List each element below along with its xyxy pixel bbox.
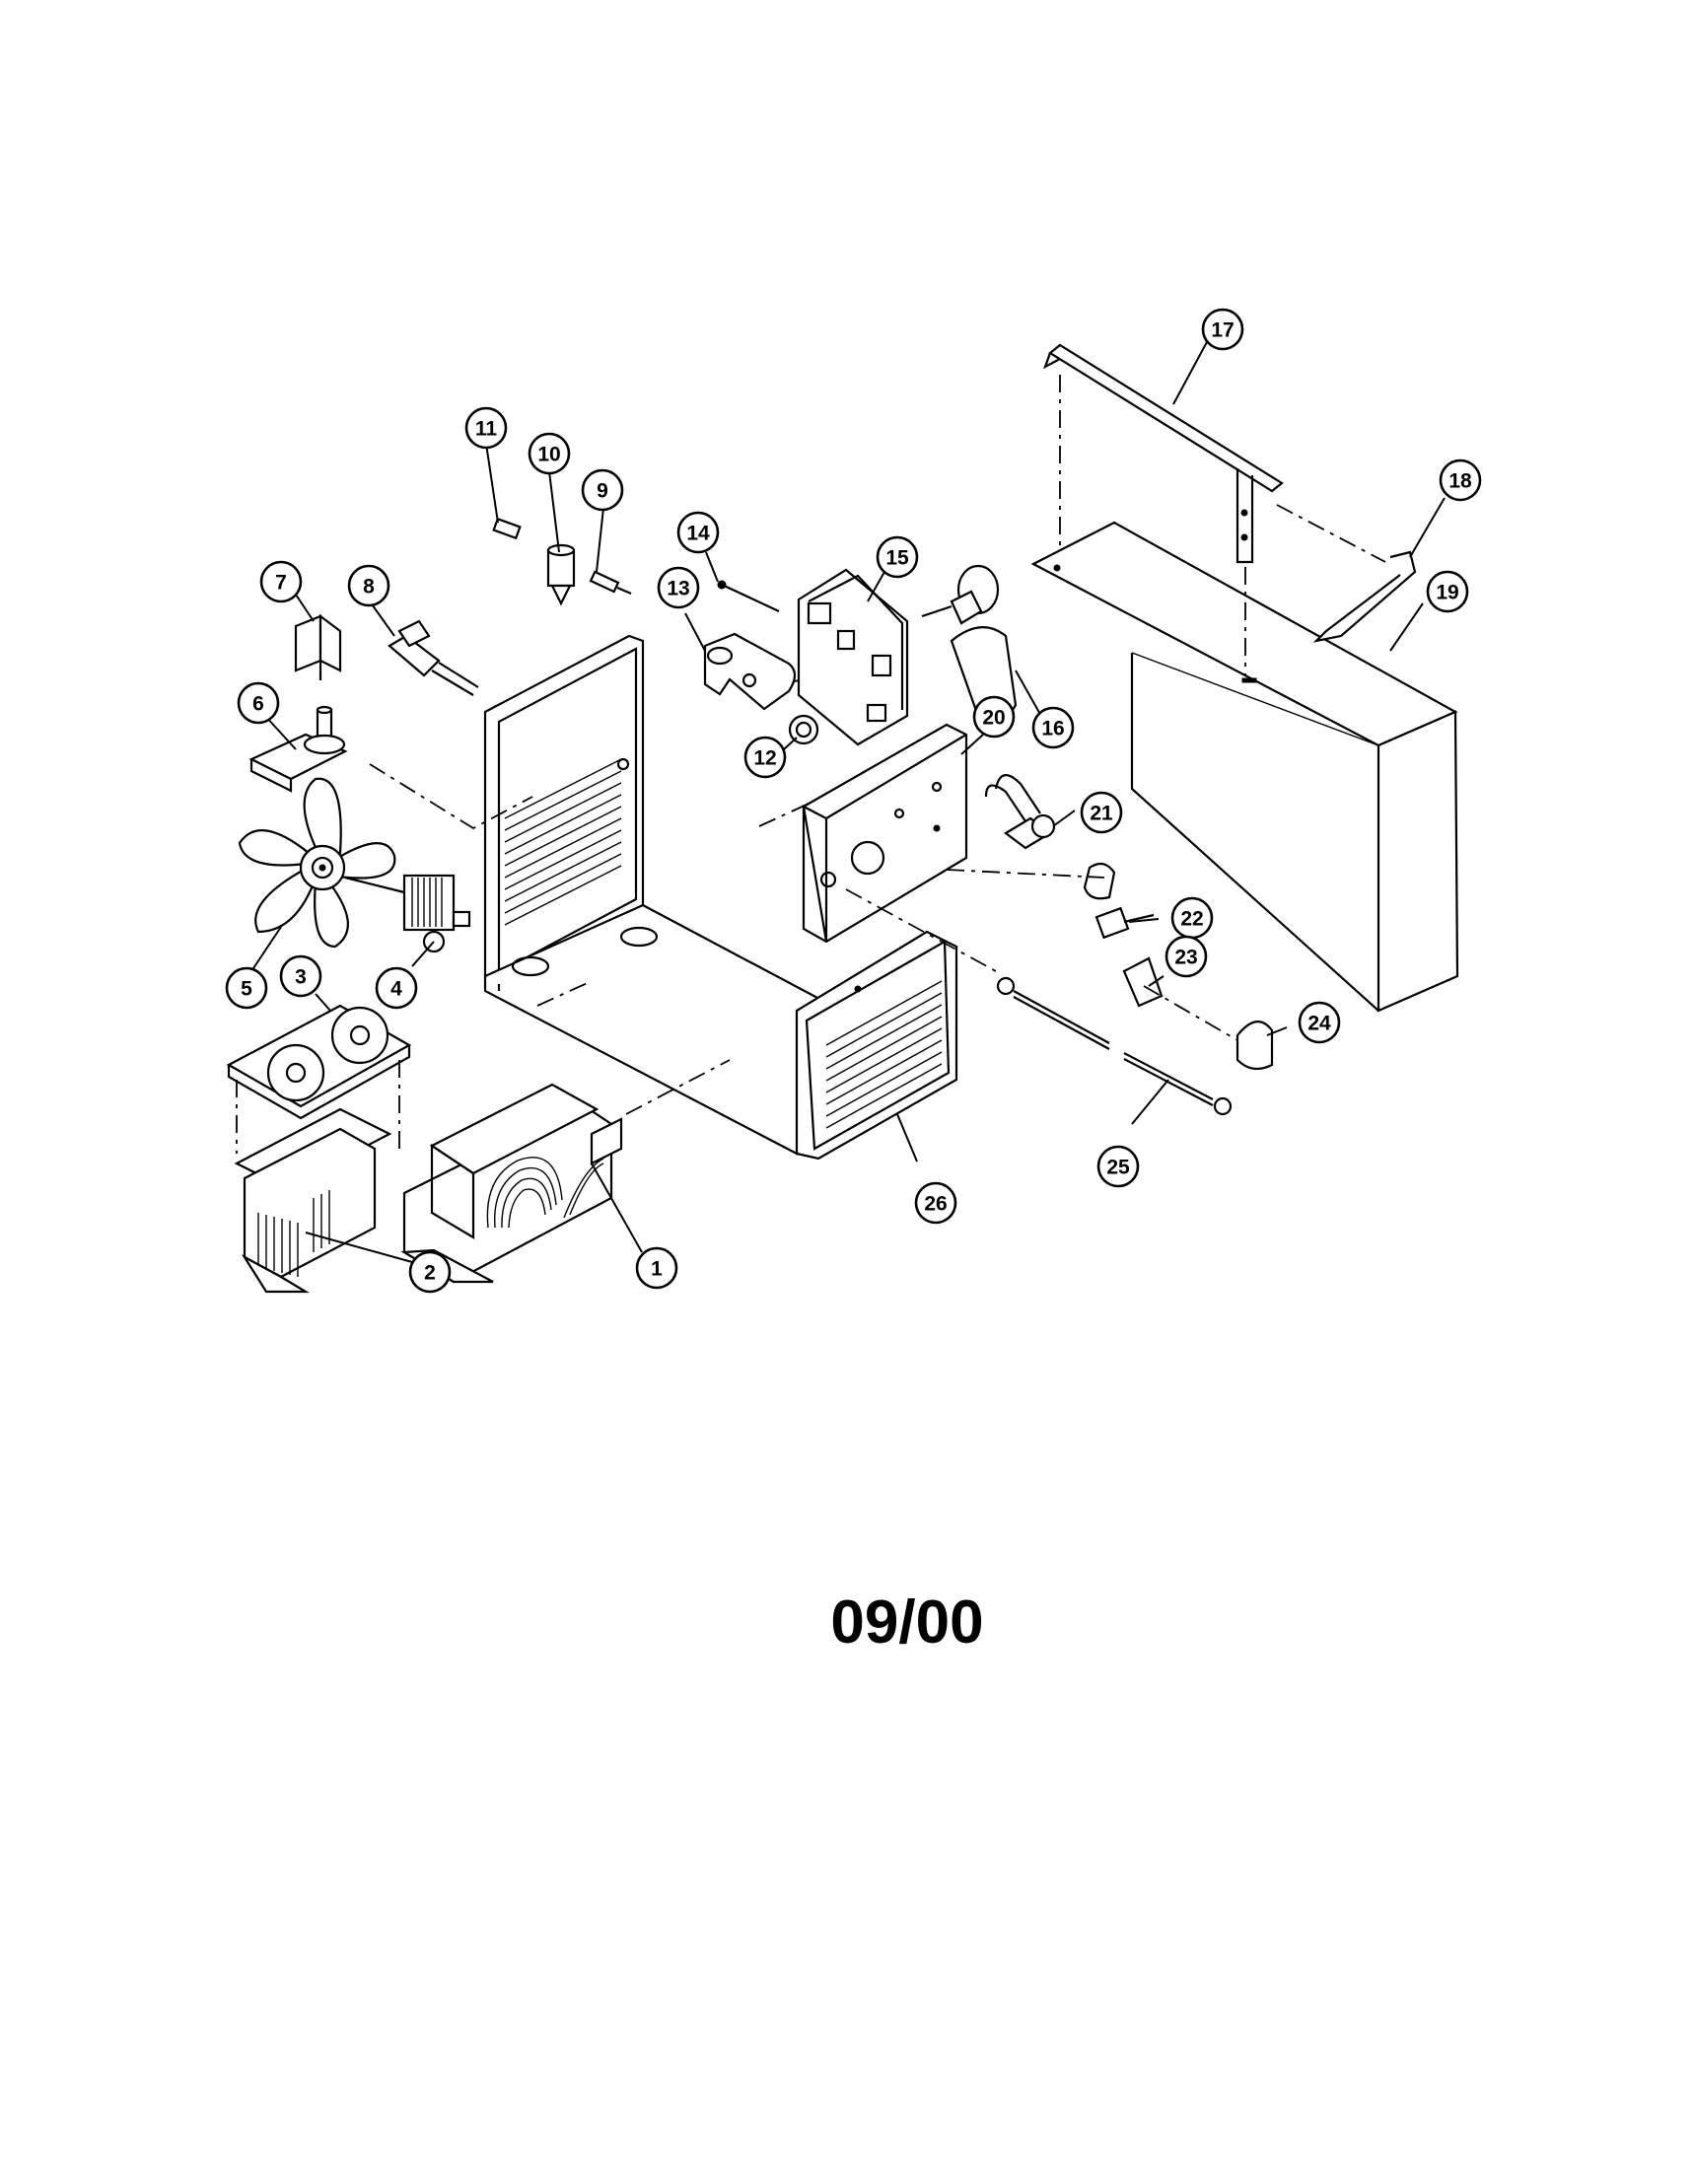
part-hinge — [294, 613, 342, 680]
part-screw-11 — [492, 517, 522, 540]
svg-text:1: 1 — [651, 1258, 663, 1281]
svg-text:8: 8 — [363, 576, 375, 599]
part-knob — [1235, 1021, 1274, 1071]
date-code: 09/00 — [830, 1588, 984, 1656]
part-switch-boot — [1122, 956, 1164, 1008]
callout-6: 6 — [237, 681, 280, 725]
svg-text:11: 11 — [475, 418, 498, 441]
part-transformer-bracket — [234, 1107, 392, 1294]
part-switch-assembly — [703, 632, 797, 711]
callout-9: 9 — [581, 468, 624, 512]
svg-text:21: 21 — [1090, 803, 1113, 825]
part-front-panel — [758, 723, 997, 972]
leader-lines — [250, 339, 1446, 1263]
part-toggle-switch — [1094, 906, 1155, 940]
callout-15: 15 — [876, 535, 919, 579]
part-power-cord-plug — [388, 619, 479, 696]
svg-text:19: 19 — [1436, 582, 1458, 604]
callout-20: 20 — [972, 695, 1016, 739]
svg-text:17: 17 — [1211, 319, 1234, 342]
callout-1: 1 — [635, 1246, 678, 1290]
part-handle-bracket — [1276, 504, 1417, 643]
part-motor-bracket — [248, 705, 348, 793]
callout-7: 7 — [259, 560, 303, 603]
svg-text:13: 13 — [667, 578, 689, 600]
callout-11: 11 — [464, 406, 508, 450]
callout-3: 3 — [279, 954, 322, 998]
part-screw-9 — [589, 570, 632, 596]
callout-10: 10 — [528, 432, 571, 475]
part-circuit-board-bracket — [758, 568, 909, 746]
svg-text:26: 26 — [924, 1193, 947, 1216]
callout-4: 4 — [375, 966, 418, 1010]
part-handle — [1043, 343, 1284, 675]
svg-text:7: 7 — [275, 572, 287, 595]
svg-text:22: 22 — [1180, 908, 1203, 931]
svg-text:15: 15 — [885, 547, 909, 570]
svg-text:18: 18 — [1448, 470, 1472, 493]
callout-17: 17 — [1201, 308, 1244, 351]
svg-text:14: 14 — [686, 523, 710, 545]
part-fan-motor — [402, 874, 471, 953]
callout-26: 26 — [914, 1181, 957, 1225]
svg-text:24: 24 — [1307, 1013, 1331, 1035]
part-rectifier-plate — [226, 1004, 412, 1154]
callout-13: 13 — [657, 566, 700, 609]
svg-text:9: 9 — [597, 480, 608, 503]
part-cabinet-base — [369, 634, 958, 1161]
callout-2: 2 — [408, 1250, 452, 1294]
callout-25: 25 — [1096, 1145, 1140, 1188]
callout-8: 8 — [347, 564, 390, 607]
callout-14: 14 — [676, 511, 720, 554]
svg-text:10: 10 — [537, 444, 560, 466]
callout-22: 22 — [1170, 896, 1214, 940]
svg-text:12: 12 — [753, 747, 776, 770]
svg-text:3: 3 — [295, 966, 307, 989]
part-bushing — [788, 714, 819, 745]
part-cable — [946, 869, 1238, 1116]
callout-12: 12 — [743, 736, 787, 779]
part-strain-relief — [546, 543, 576, 606]
svg-text:2: 2 — [424, 1262, 436, 1285]
part-screw-14 — [717, 580, 780, 612]
svg-text:25: 25 — [1106, 1157, 1130, 1179]
svg-text:16: 16 — [1041, 718, 1064, 740]
svg-text:6: 6 — [252, 693, 264, 716]
callout-24: 24 — [1298, 1001, 1341, 1044]
part-cover — [1030, 521, 1459, 1013]
callout-19: 19 — [1426, 570, 1469, 613]
callout-21: 21 — [1080, 791, 1123, 834]
svg-text:23: 23 — [1174, 947, 1197, 969]
part-fan-blade — [238, 777, 405, 949]
callout-5: 5 — [225, 966, 268, 1010]
callout-18: 18 — [1439, 458, 1482, 502]
svg-text:5: 5 — [241, 978, 252, 1001]
part-selector-switch — [984, 774, 1116, 900]
svg-text:20: 20 — [982, 707, 1005, 730]
callout-23: 23 — [1165, 935, 1208, 978]
svg-text:4: 4 — [390, 978, 402, 1001]
callout-16: 16 — [1031, 706, 1075, 749]
